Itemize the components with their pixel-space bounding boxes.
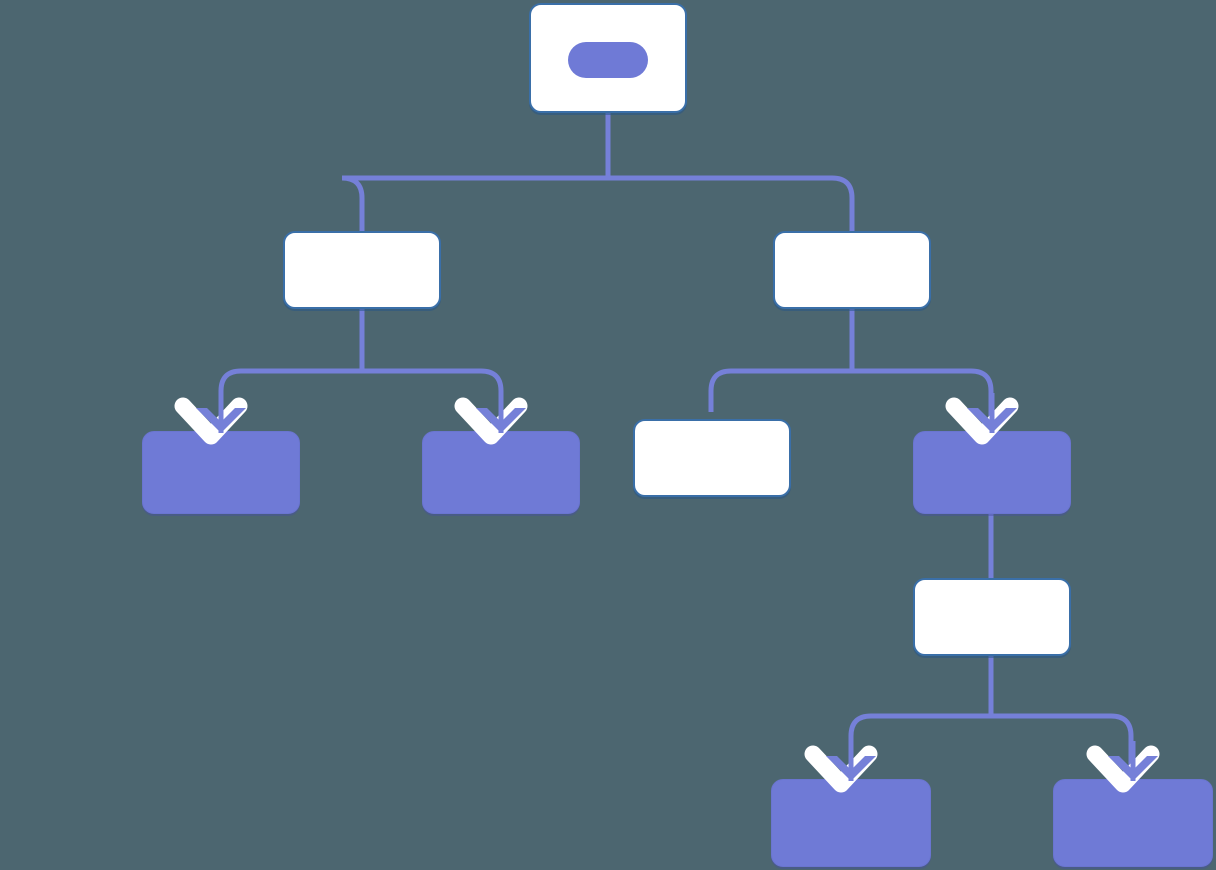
edge-n1-n3 xyxy=(608,175,855,309)
tree-node-n6[interactable] xyxy=(633,419,791,497)
tree-node-n2[interactable] xyxy=(283,231,441,309)
root-node-badge xyxy=(568,42,648,78)
edge-n2-n5 xyxy=(480,368,504,424)
edge-n8-n9 xyxy=(848,713,872,772)
tree-node-n9[interactable] xyxy=(771,779,931,867)
tree-node-n5[interactable] xyxy=(422,431,580,514)
edge-n1-n2 xyxy=(341,175,608,309)
tree-node-n4[interactable] xyxy=(142,431,300,514)
tree-node-n3[interactable] xyxy=(773,231,931,309)
tree-node-n7[interactable] xyxy=(913,431,1071,514)
edge-n3-n7 xyxy=(970,368,994,424)
edge-n3-n6 xyxy=(708,368,732,412)
tree-node-n10[interactable] xyxy=(1053,779,1213,867)
edge-n2-n4 xyxy=(218,368,242,424)
edge-n8-n10 xyxy=(1110,713,1134,772)
tree-node-n8[interactable] xyxy=(913,578,1071,656)
